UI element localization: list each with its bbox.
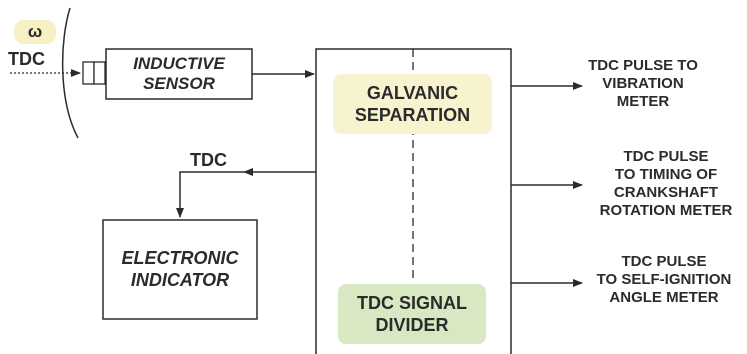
- inductive-sensor-label: INDUCTIVE SENSOR: [133, 53, 225, 93]
- output-label-crankshaft: TDC PULSE TO TIMING OF CRANKSHAFT ROTATI…: [599, 148, 733, 219]
- inductive-sensor-box: [105, 48, 253, 100]
- electronic-indicator-label: ELECTRONIC INDICATOR: [121, 247, 239, 290]
- flywheel-arc: [61, 7, 79, 139]
- tdc-signal-divider-block: TDC SIGNAL DIVIDER: [338, 284, 486, 344]
- output-label-vibration: TDC PULSE TO VIBRATION METER: [588, 57, 698, 110]
- tdc-output-arrow-down: [176, 171, 244, 218]
- galvanic-separation-block: GALVANIC SEPARATION: [333, 74, 492, 134]
- tdc-input-label: TDC: [8, 49, 45, 69]
- sensor-probe-body: [93, 61, 106, 85]
- omega-badge: ω: [14, 20, 56, 44]
- electronic-indicator-box: [102, 219, 258, 320]
- tdc-output-label: TDC: [190, 150, 227, 170]
- sensor-probe-tip: [82, 61, 95, 85]
- output-label-self-ignition: TDC PULSE TO SELF-IGNITION ANGLE METER: [596, 253, 732, 306]
